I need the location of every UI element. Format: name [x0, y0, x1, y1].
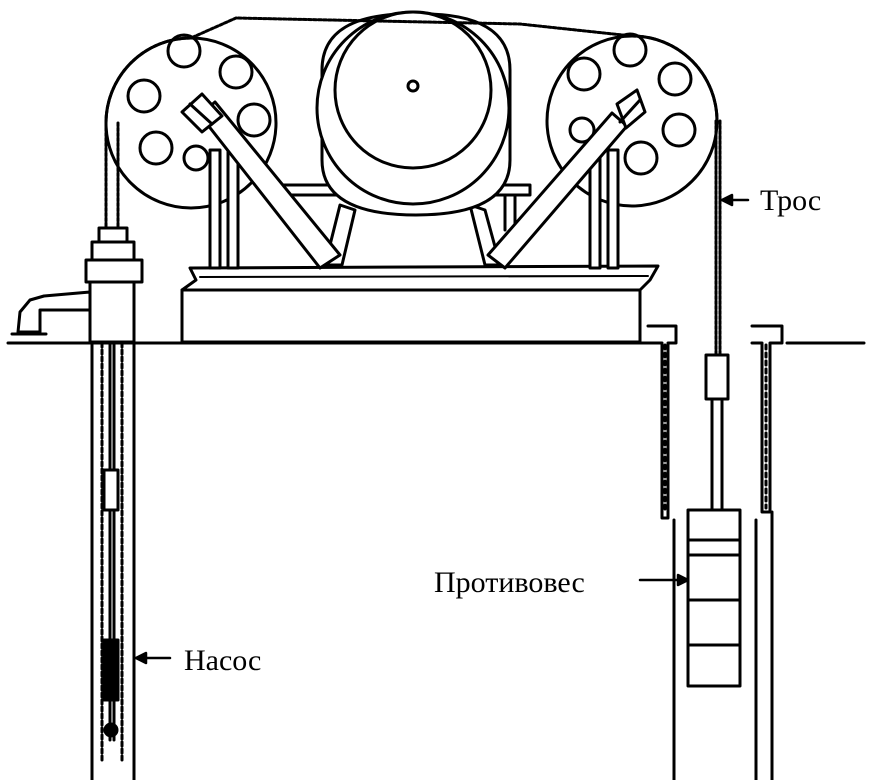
left-arm — [180, 92, 342, 270]
motor-drum — [315, 10, 512, 217]
base-platform — [180, 264, 660, 344]
counterweight — [686, 353, 742, 688]
right-arm — [486, 88, 647, 270]
counterweight-shaft — [646, 324, 784, 780]
cable — [104, 16, 722, 357]
label-pump: Насос — [184, 644, 261, 677]
label-cable: Трос — [760, 184, 821, 217]
wellhead — [10, 226, 144, 344]
pump-well — [90, 341, 136, 780]
label-arrows — [134, 193, 750, 665]
label-counterweight: Противовес — [434, 566, 585, 599]
